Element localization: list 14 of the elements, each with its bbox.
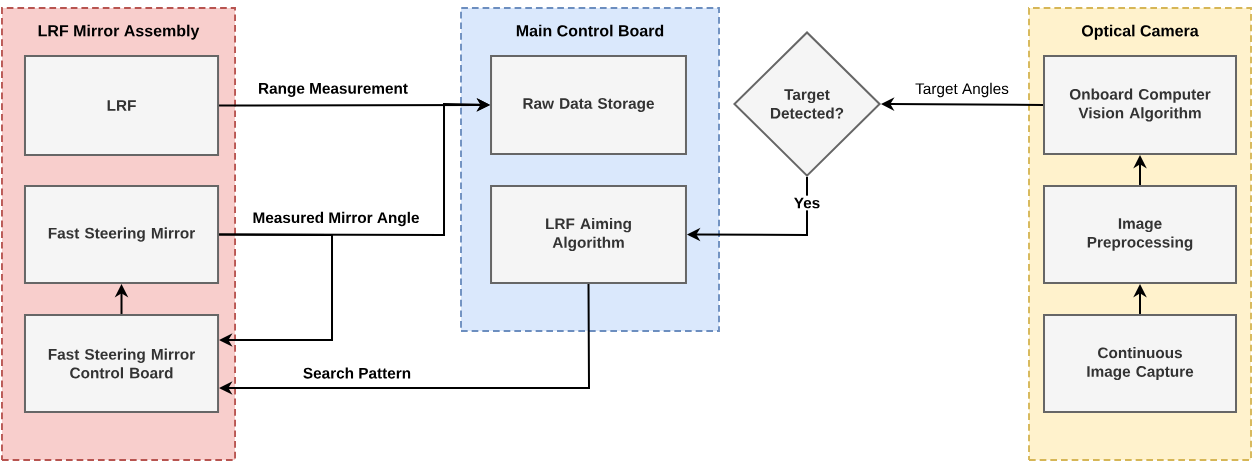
edge-label: Range Measurement bbox=[256, 81, 410, 99]
process-box: LRF Aiming Algorithm bbox=[490, 184, 687, 285]
process-box: Onboard Computer Vision Algorithm bbox=[1043, 55, 1237, 155]
process-box: Fast Steering Mirror Control Board bbox=[24, 313, 220, 414]
process-box: Raw Data Storage bbox=[490, 55, 687, 155]
process-box: Continuous Image Capture bbox=[1043, 313, 1237, 414]
process-box: LRF bbox=[24, 55, 220, 156]
edge-label: Search Pattern bbox=[300, 365, 414, 381]
edge-label: Yes bbox=[791, 195, 823, 211]
edge-label: Measured Mirror Angle bbox=[250, 209, 422, 229]
process-box: Image Preprocessing bbox=[1043, 184, 1237, 285]
process-box: Fast Steering Mirror bbox=[24, 184, 220, 285]
arrow bbox=[218, 233, 333, 347]
edge-label: Target Angles bbox=[913, 80, 1011, 100]
